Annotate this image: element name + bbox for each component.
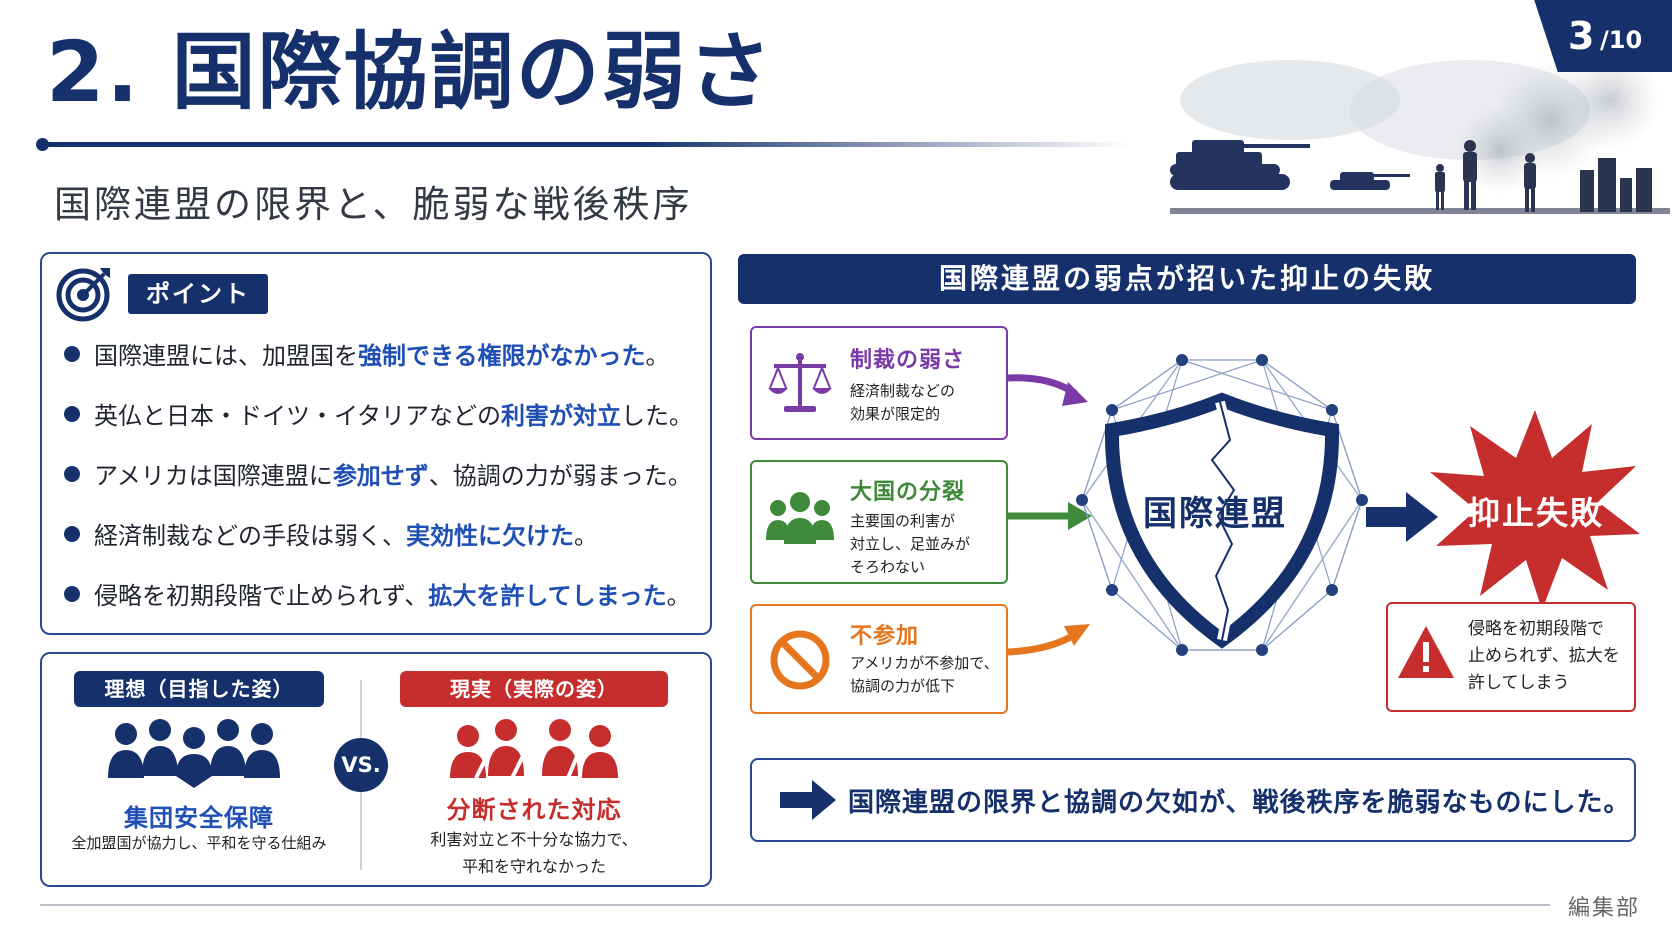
diagram-header: 国際連盟の弱点が招いた抑止の失敗 [738, 254, 1636, 304]
cause-arrows [1007, 374, 1092, 656]
broken-shield-network-illustration [1076, 354, 1368, 656]
bullet-dot [64, 466, 80, 482]
page-title: 2. 国際協調の弱さ [46, 23, 774, 121]
title-underline-dot [36, 138, 49, 151]
page-current: 3 [1568, 14, 1595, 58]
bullet-dot [64, 406, 80, 422]
result-arrow [1366, 492, 1438, 542]
ideal-title: 集団安全保障 [124, 804, 274, 832]
cause-card-division: 大国の分裂 主要国の利害が 対立し、足並みが そろわない [750, 460, 1008, 584]
footer-divider [40, 904, 1550, 906]
point-panel [40, 252, 712, 635]
arrow-right-icon [780, 780, 836, 820]
explosion-burst-shape [1430, 410, 1640, 610]
ideal-description: 全加盟国が協力し、平和を守る仕組み [71, 834, 327, 852]
cause-description: アメリカが不参加で、 協調の力が低下 [850, 654, 999, 695]
warning-icon [1398, 626, 1454, 678]
cause-description: 主要国の利害が 対立し、足並みが そろわない [850, 512, 971, 576]
reality-label: 現実（実際の姿） [400, 671, 668, 707]
point-label: ポイント [128, 274, 268, 314]
conclusion-text: 国際連盟の限界と協調の欠如が、戦後秩序を脆弱なものにした。 [848, 788, 1631, 818]
war-silhouette-illustration [1170, 50, 1670, 214]
target-icon [56, 268, 110, 322]
united-people-icon [108, 719, 280, 788]
conclusion-panel [750, 758, 1636, 842]
page-number-badge: 3 /10 [1534, 0, 1672, 72]
cause-card-sanctions: 制裁の弱さ 経済制裁などの 効果が限定的 [750, 326, 1008, 440]
divided-people-icon [450, 719, 618, 779]
ideal-label: 理想（目指した姿） [74, 671, 324, 707]
cause-description: 経済制裁などの 効果が限定的 [850, 382, 956, 423]
cause-title: 不参加 [850, 624, 920, 649]
cause-card-nonparticipation: 不参加 アメリカが不参加で、 協調の力が低下 [750, 604, 1008, 714]
vs-badge: VS. [334, 738, 388, 792]
prohibited-icon [770, 630, 830, 690]
deterrence-failure-label: 抑止失敗 [1467, 494, 1604, 532]
reality-title: 分断された対応 [446, 796, 622, 824]
footer-credit: 編集部 [1568, 896, 1641, 921]
scales-icon [768, 353, 832, 412]
bullet-dot [64, 526, 80, 542]
reality-description: 利害対立と不十分な協力で、 平和を守れなかった [430, 830, 638, 876]
bullet-dot [64, 586, 80, 602]
warning-text: 侵略を初期段階で 止められず、拡大を 許してしまう [1468, 619, 1620, 693]
league-of-nations-label: 国際連盟 [1143, 494, 1287, 534]
cause-title: 大国の分裂 [850, 480, 966, 505]
title-underline [40, 142, 1130, 147]
cause-title: 制裁の弱さ [850, 348, 966, 373]
people-group-icon [766, 492, 834, 544]
page-total: /10 [1600, 26, 1643, 54]
bullet-dot [64, 346, 80, 362]
page-subtitle: 国際連盟の限界と、脆弱な戦後秩序 [54, 183, 693, 226]
